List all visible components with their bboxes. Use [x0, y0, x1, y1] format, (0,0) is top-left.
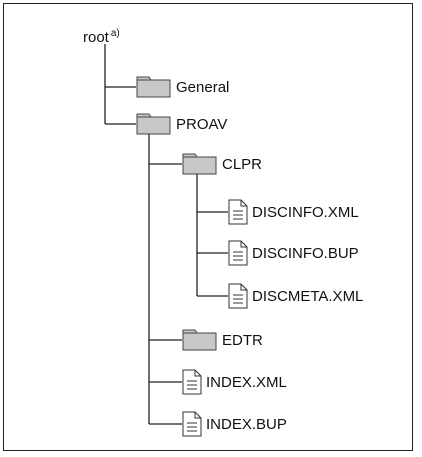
node-label-discinfo-bup: DISCINFO.BUP — [252, 244, 359, 262]
folder-icon — [182, 153, 217, 175]
node-label-general: General — [176, 78, 230, 96]
file-icon — [228, 283, 248, 309]
node-label-edtr: EDTR — [222, 331, 263, 349]
file-icon — [182, 411, 202, 437]
tree-node-index-bup[interactable]: INDEX.BUP — [182, 411, 287, 437]
node-label-clpr: CLPR — [222, 155, 263, 173]
node-label-discinfo-xml: DISCINFO.XML — [252, 203, 359, 221]
folder-icon — [182, 329, 217, 351]
node-label-index-xml: INDEX.XML — [206, 373, 287, 391]
node-label-discmeta-xml: DISCMETA.XML — [252, 287, 364, 305]
tree-node-general[interactable]: General — [136, 76, 229, 98]
folder-icon — [136, 113, 171, 135]
file-icon — [228, 240, 248, 266]
tree-node-index-xml[interactable]: INDEX.XML — [182, 369, 287, 395]
file-icon — [228, 199, 248, 225]
folder-icon — [136, 76, 171, 98]
root-label: root — [83, 29, 109, 46]
tree-node-discmeta-xml[interactable]: DISCMETA.XML — [228, 283, 363, 309]
tree-node-clpr[interactable]: CLPR — [182, 153, 262, 175]
node-label-index-bup: INDEX.BUP — [206, 415, 287, 433]
tree-node-edtr[interactable]: EDTR — [182, 329, 263, 351]
node-label-proav: PROAV — [176, 115, 228, 133]
diagram-frame — [3, 3, 413, 451]
tree-node-discinfo-bup[interactable]: DISCINFO.BUP — [228, 240, 359, 266]
tree-node-proav[interactable]: PROAV — [136, 113, 227, 135]
root-footnote-marker: a) — [110, 28, 120, 39]
file-icon — [182, 369, 202, 395]
tree-node-discinfo-xml[interactable]: DISCINFO.XML — [228, 199, 359, 225]
